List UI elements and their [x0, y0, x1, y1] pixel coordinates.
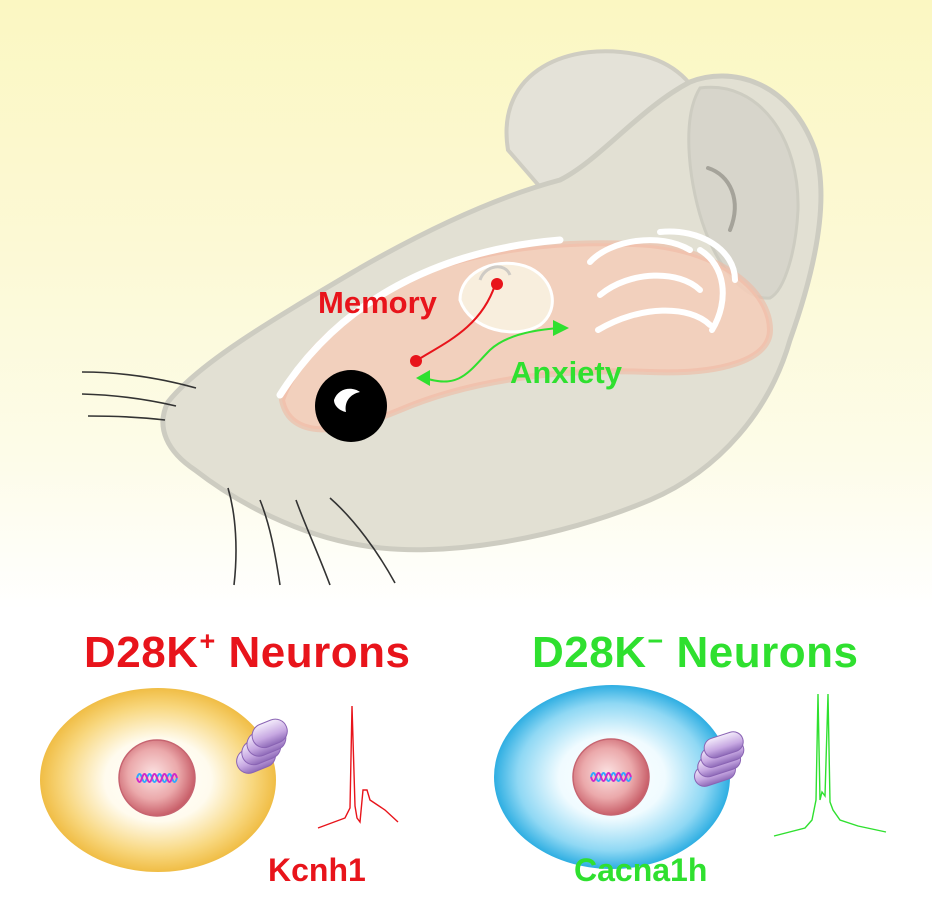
action-potential-trace [317, 705, 399, 829]
heading-suffix: Neurons [676, 628, 859, 677]
neuron-positive [40, 688, 399, 872]
gene-label-cacna1h: Cacna1h [574, 852, 708, 888]
heading-d28k-positive: D28K+ Neurons [84, 626, 411, 678]
hippocampus-shape [458, 261, 554, 334]
anxiety-label: Anxiety [510, 355, 623, 390]
neuron-negative [494, 685, 887, 869]
eye-icon [315, 370, 387, 442]
anxiety-pathway [416, 320, 569, 386]
ion-channel-icon [693, 731, 745, 787]
heading-sign: − [647, 626, 664, 656]
dna-helix-icon [136, 773, 178, 783]
brain-outline [276, 228, 774, 433]
heading-title: D28K [532, 628, 647, 677]
whiskers [81, 371, 396, 586]
heading-sign: + [199, 626, 216, 656]
cerebellum-lines [587, 228, 738, 333]
memory-pathway [410, 278, 503, 367]
heading-d28k-negative: D28K− Neurons [532, 626, 859, 678]
memory-label: Memory [318, 285, 438, 320]
heading-suffix: Neurons [228, 628, 411, 677]
brain-cortex-line [276, 236, 564, 399]
anxiety-arrowhead-right [553, 320, 569, 336]
action-potential-trace [773, 693, 887, 837]
heading-title: D28K [84, 628, 199, 677]
gene-label-kcnh1: Kcnh1 [268, 852, 366, 888]
hippocampus-curl [478, 265, 512, 281]
ear-crease [706, 166, 737, 232]
dna-helix-icon [590, 772, 632, 782]
anxiety-arrowhead-left [416, 370, 430, 386]
ion-channel-icon [236, 718, 288, 774]
